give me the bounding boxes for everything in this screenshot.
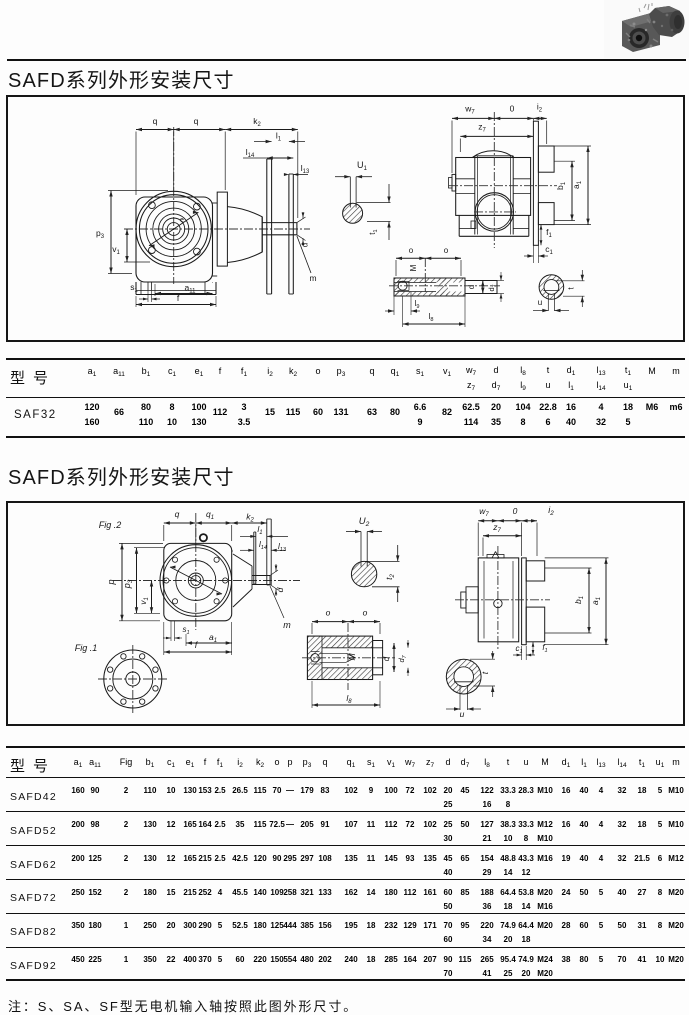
svg-text:z7: z7 — [478, 122, 486, 134]
svg-text:s1: s1 — [182, 625, 189, 636]
svg-text:U1: U1 — [357, 160, 368, 172]
svg-text:0: 0 — [510, 104, 515, 114]
svg-text:f: f — [177, 293, 180, 303]
svg-text:t: t — [480, 671, 490, 674]
svg-text:f: f — [195, 640, 199, 650]
svg-text:d: d — [467, 285, 476, 289]
svg-text:o: o — [363, 608, 368, 618]
svg-text:Fig .1: Fig .1 — [75, 643, 98, 653]
svg-text:d7: d7 — [487, 284, 498, 291]
svg-text:p: p — [106, 579, 116, 585]
svg-text:t2: t2 — [384, 573, 396, 579]
svg-text:v1: v1 — [112, 244, 120, 256]
svg-text:0: 0 — [513, 506, 518, 516]
svg-text:c1: c1 — [515, 644, 522, 655]
svg-text:l8: l8 — [429, 312, 434, 323]
svg-text:w7: w7 — [479, 506, 489, 518]
svg-text:a1: a1 — [571, 180, 583, 189]
svg-text:a1: a1 — [590, 597, 602, 605]
svg-text:M: M — [409, 264, 418, 271]
svg-text:l1: l1 — [276, 131, 282, 143]
svg-text:l1: l1 — [257, 524, 262, 536]
svg-text:s1: s1 — [130, 282, 138, 294]
svg-text:M: M — [347, 653, 357, 661]
svg-text:l14: l14 — [259, 540, 267, 551]
svg-text:U2: U2 — [359, 516, 370, 528]
svg-text:k2: k2 — [246, 512, 254, 524]
svg-text:u: u — [538, 298, 542, 307]
svg-text:p3: p3 — [122, 579, 134, 589]
svg-text:f1: f1 — [546, 227, 552, 239]
svg-text:f1: f1 — [542, 643, 547, 654]
svg-text:u: u — [460, 709, 465, 719]
svg-text:v1: v1 — [138, 597, 150, 605]
svg-text:m: m — [309, 273, 316, 283]
svg-text:q1: q1 — [206, 509, 214, 521]
svg-text:d: d — [382, 656, 391, 661]
svg-text:t: t — [567, 287, 576, 290]
svg-text:i2: i2 — [537, 102, 542, 114]
svg-text:p3: p3 — [96, 228, 105, 240]
svg-text:o: o — [409, 246, 414, 255]
svg-text:b1: b1 — [555, 181, 567, 190]
svg-text:e: e — [180, 217, 184, 224]
svg-text:q: q — [175, 509, 180, 519]
svg-text:l14: l14 — [246, 147, 255, 159]
svg-text:d: d — [301, 243, 310, 247]
svg-text:t1: t1 — [368, 229, 379, 234]
svg-text:l8: l8 — [346, 693, 352, 705]
svg-text:w7: w7 — [464, 104, 474, 116]
svg-text:l13: l13 — [301, 163, 310, 175]
svg-text:c1: c1 — [545, 244, 553, 256]
svg-text:q: q — [194, 116, 199, 126]
svg-text:i2: i2 — [548, 505, 554, 517]
svg-text:l9: l9 — [415, 299, 420, 310]
svg-text:d7: d7 — [397, 654, 408, 662]
svg-text:o: o — [326, 608, 331, 618]
svg-text:z7: z7 — [492, 522, 501, 534]
svg-text:a11: a11 — [185, 283, 197, 295]
svg-text:d: d — [275, 587, 285, 592]
svg-text:m: m — [283, 620, 291, 630]
svg-text:l13: l13 — [278, 542, 287, 553]
svg-text:o: o — [444, 246, 449, 255]
svg-text:b1: b1 — [573, 596, 585, 604]
svg-text:a1: a1 — [209, 632, 217, 644]
svg-text:k2: k2 — [253, 116, 261, 128]
svg-text:Fig .2: Fig .2 — [99, 520, 122, 530]
svg-text:q: q — [153, 116, 158, 126]
